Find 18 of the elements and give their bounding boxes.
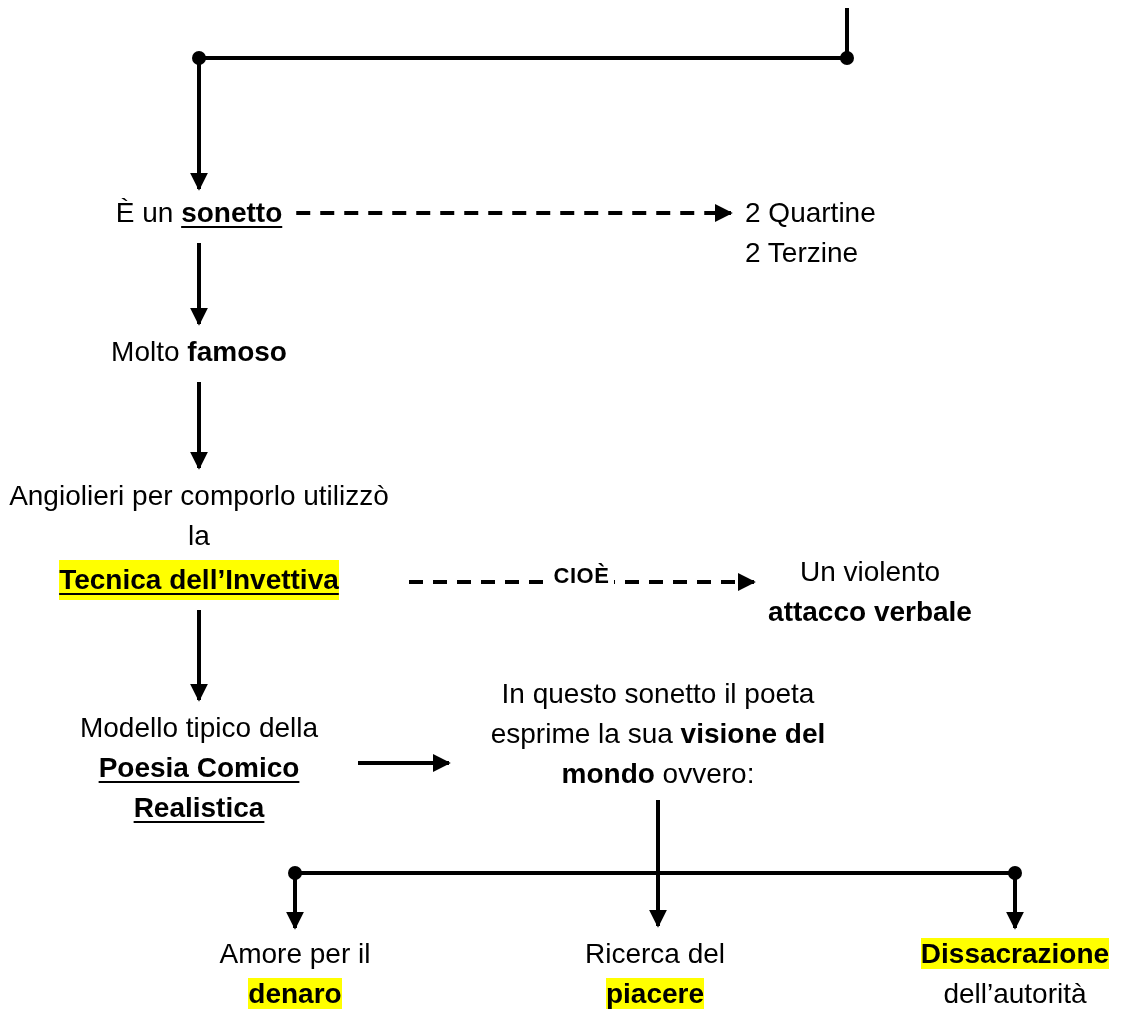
node-text: In questo sonetto il poeta esprime la sua visione del mondo ovvero: [489, 677, 827, 791]
arrow [358, 754, 451, 772]
node-text: È un sonetto [115, 196, 283, 230]
node-text: Ricerca del piacere [583, 937, 727, 1011]
node-text: Angiolieri per comporlo utilizzò la Tecnica dell’Invettiva [3, 476, 395, 600]
node-text: Molto famoso [111, 335, 287, 369]
node-text: Modello tipico della Poesia Comico Realistica [78, 711, 320, 825]
arrow [190, 610, 208, 702]
node-text: 2 Quartine [745, 196, 876, 230]
node-text: Un violento attacco verbale [768, 555, 972, 629]
node-text: Amore per il denaro [218, 937, 372, 1011]
arrow [656, 800, 1024, 930]
node-text: 2 Terzine [745, 236, 860, 270]
arrow [190, 382, 208, 470]
dashed-arrow [296, 204, 733, 222]
arrow [190, 243, 208, 326]
arrow [190, 8, 849, 191]
node-text: Dissacrazione dell’autorità [919, 937, 1111, 1011]
